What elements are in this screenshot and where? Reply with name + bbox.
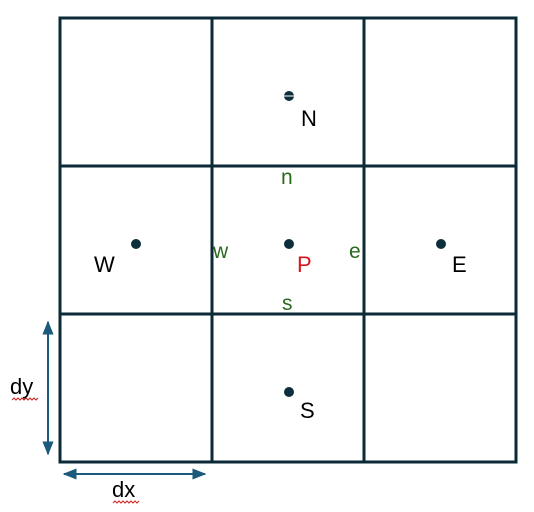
node-label-n: N [301,106,317,131]
node-marker-e [436,239,446,249]
spellcheck-underline-dx [112,500,140,504]
face-label-w: w [212,240,229,263]
node-label-w: W [94,252,115,277]
node-marker-s [284,387,294,397]
spellcheck-underlines [11,397,140,504]
face-label-s: s [282,292,293,315]
node-label-s: S [300,398,315,423]
node-marker-p [284,239,294,249]
node-label-e: E [452,252,467,277]
dimension-label-dy: dy [10,374,33,399]
node-label-p: P [297,252,312,277]
dimension-arrows [42,320,207,480]
face-label-e: e [349,240,361,263]
node-marker-w [131,239,141,249]
spellcheck-underline-dy [11,397,39,401]
node-markers [131,91,446,397]
face-label-n: n [281,166,293,189]
dimension-label-dx: dx [112,477,135,502]
